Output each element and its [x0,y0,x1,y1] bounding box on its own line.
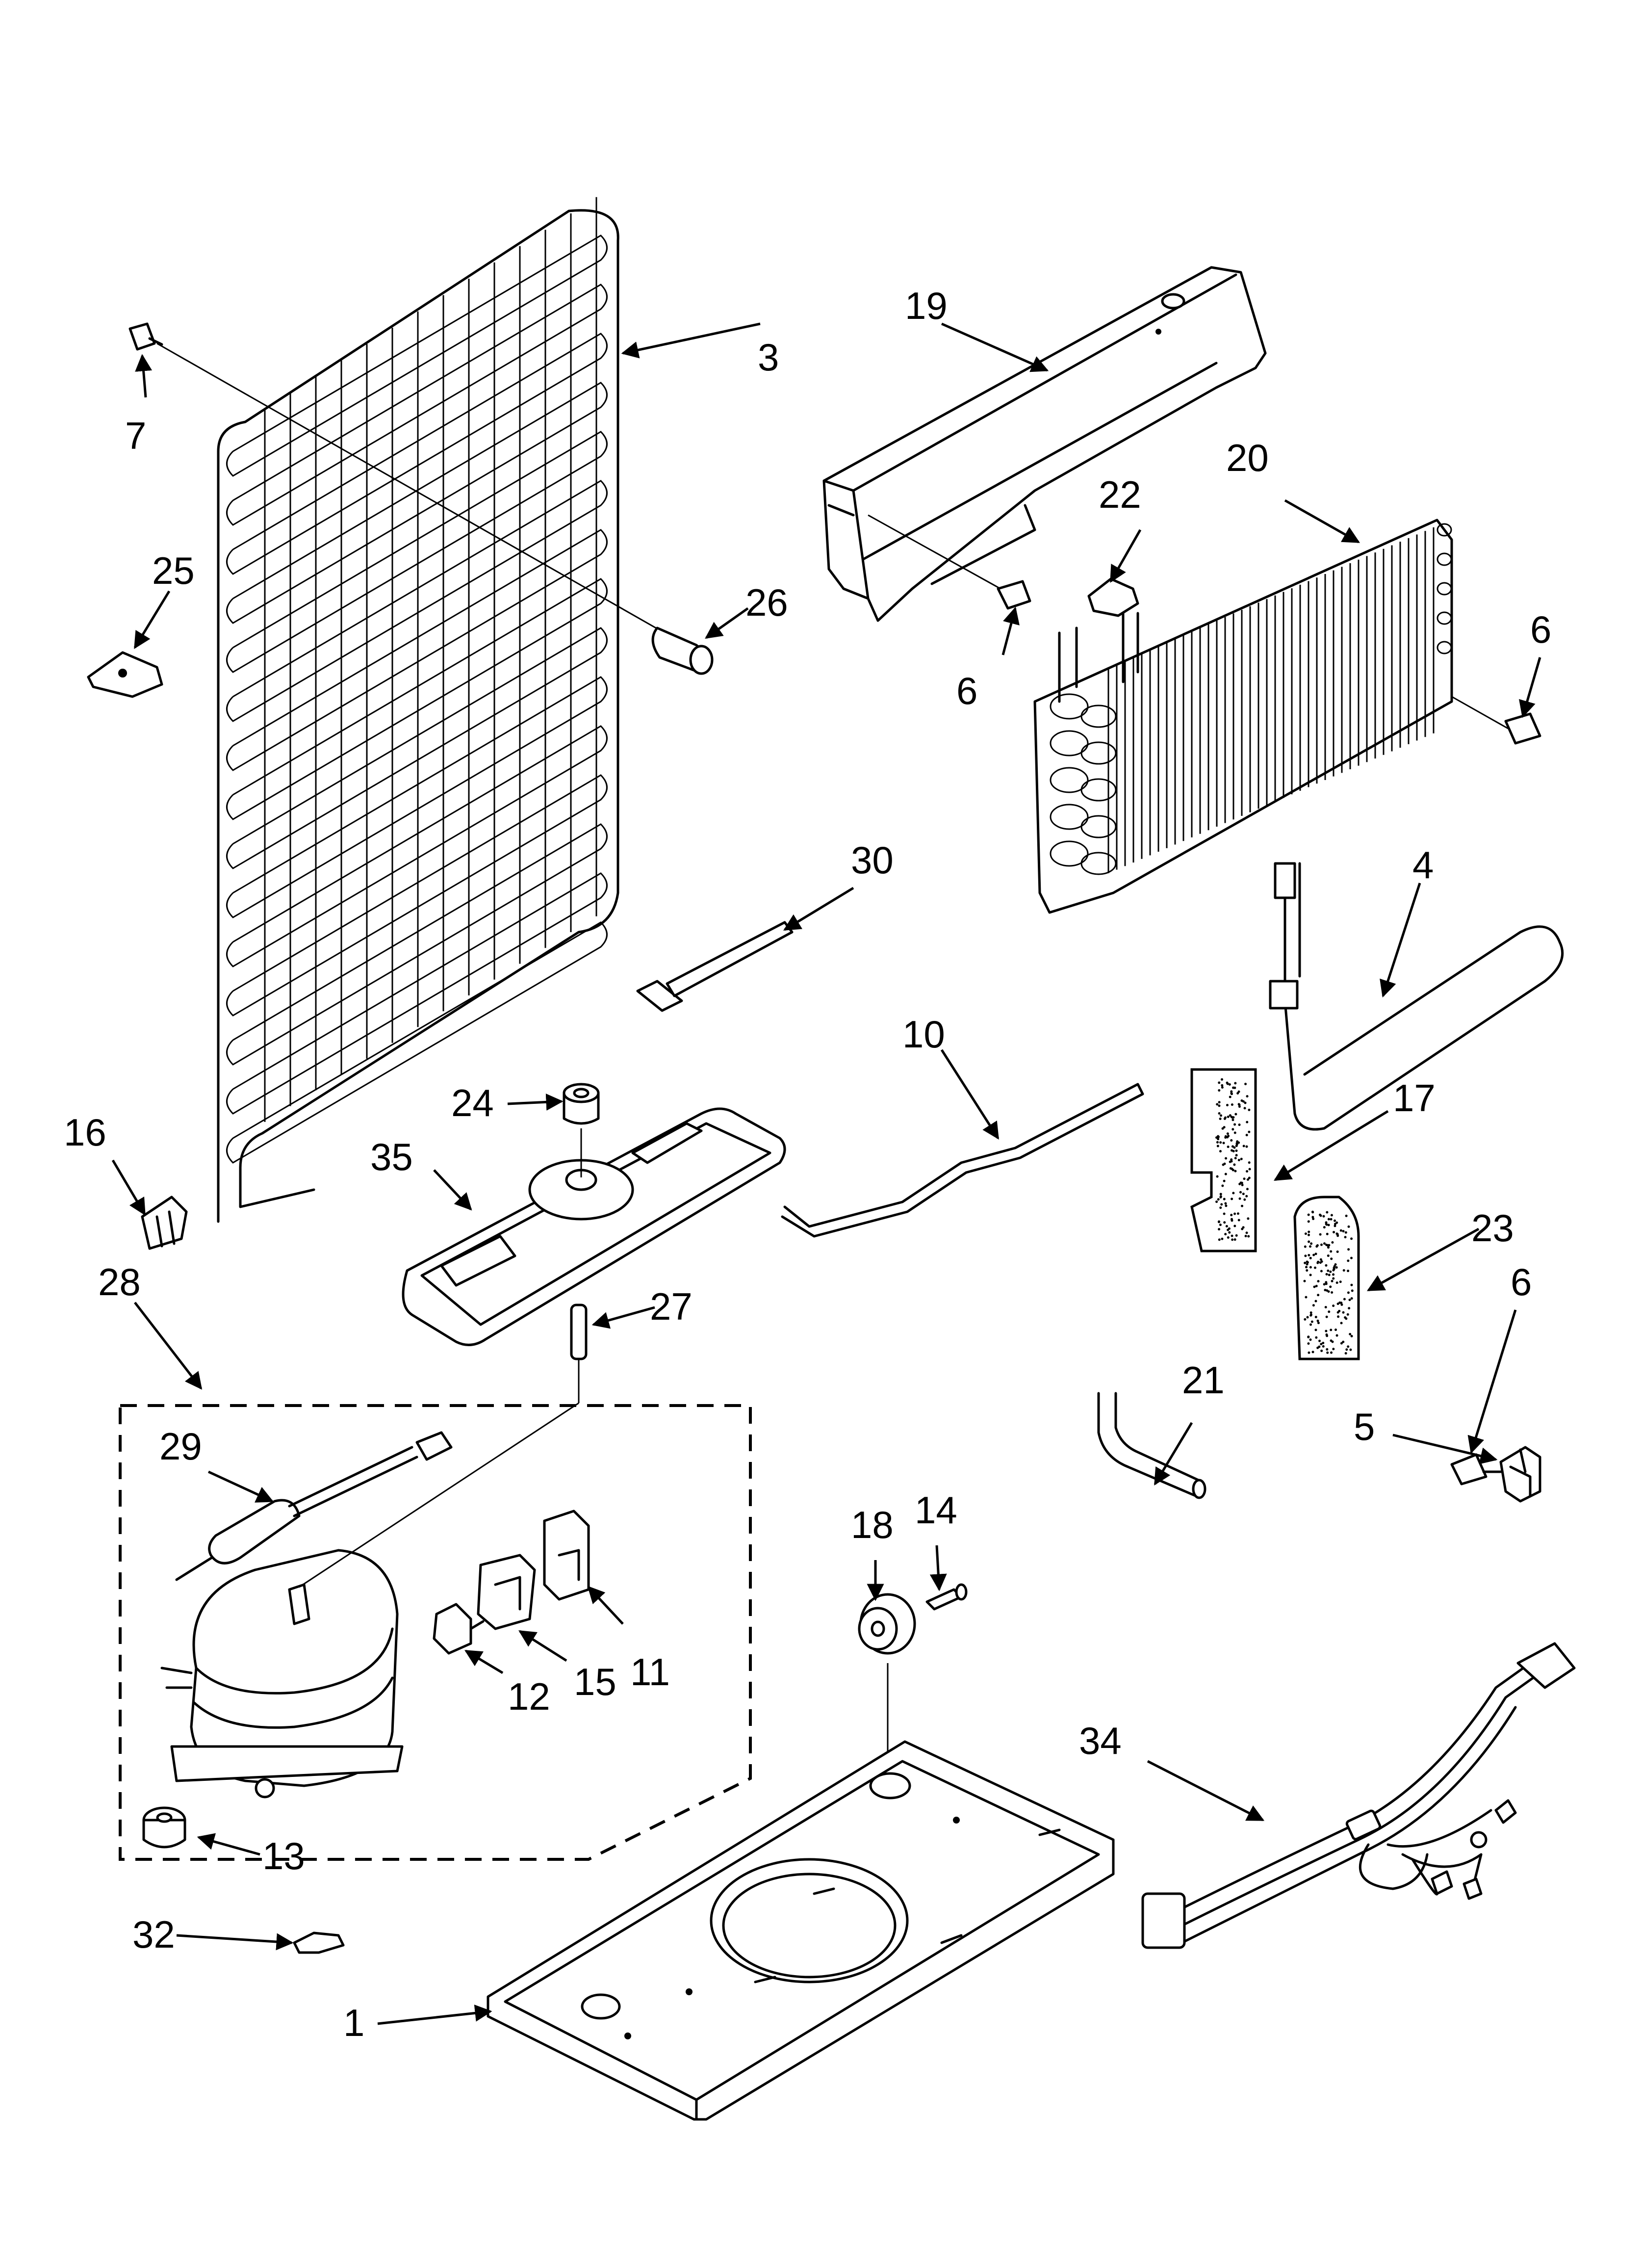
callout-3: 3 [758,336,779,379]
callout-21: 22 [1099,473,1141,516]
callout-20: 20 [1226,436,1269,479]
callout-4: 4 [1412,843,1434,886]
tube-27 [570,1303,588,1403]
callout-34: 34 [1079,1719,1122,1762]
callout-15: 15 [574,1660,616,1703]
overload-15 [477,1554,536,1630]
tube-22 [1097,1392,1206,1499]
callout-6c: 6 [1511,1260,1532,1303]
bracket-25 [87,651,163,698]
evaporator-cover [822,266,1267,622]
callout-10: 7 [125,414,146,457]
screw-6-upper [868,514,1031,610]
condenser-coil [217,197,619,1223]
callout-5: 5 [1354,1405,1375,1448]
callout-17: 18 [851,1503,894,1546]
cable-tie [636,921,794,1012]
screw-6-lower [1450,1453,1502,1486]
screw-10 [128,322,682,644]
callout-24: 24 [451,1081,494,1124]
callout-14: 13 [262,1834,305,1877]
callout-16: 16 [64,1111,106,1154]
callout-11: 10 [902,1013,945,1056]
callout-labels: 3 7 26 25 16 19 6 20 22 6 4 30 10 24 35 … [64,284,1551,2044]
pin-18 [925,1583,968,1611]
leader-lines [111,322,1541,2025]
drier-29 [175,1431,453,1581]
callout-30: 30 [851,838,894,882]
foam-19 [1190,1068,1257,1252]
callout-19: 17 [1393,1076,1436,1120]
compressor [160,1402,579,1799]
base-pan [487,1740,1115,2121]
relay-13 [433,1603,485,1655]
cover-12 [543,1510,590,1601]
callout-32: 32 [132,1913,175,1956]
foam-23 [1293,1196,1360,1360]
nut-24 [563,1083,600,1125]
clip-32 [293,1931,345,1954]
drain-pan [402,1107,786,1346]
callout-7: 19 [905,284,948,327]
compressor-assembly-group [119,1404,752,1861]
defrost-heater [1269,862,1564,1131]
callout-25: 25 [152,549,195,592]
callout-35: 35 [370,1135,413,1178]
tube-11 [781,1083,1144,1238]
callout-26: 26 [745,581,788,624]
callout-12: 11 [630,1650,670,1694]
grommet-17 [858,1593,916,1796]
callout-1: 1 [343,2001,364,2044]
grommet-14 [142,1806,186,1849]
clip-21 [1087,577,1139,617]
callout-18: 14 [915,1488,957,1532]
evaporator [1033,519,1453,914]
spacer-26 [651,626,714,675]
callout-6b: 6 [1530,608,1551,651]
callout-13: 12 [508,1675,550,1718]
bracket-5 [1499,1446,1541,1503]
callout-28: 28 [98,1260,141,1303]
power-cord-harness [1141,1642,1576,1949]
clip-16 [141,1196,188,1250]
callout-27: 27 [650,1285,693,1328]
callout-23: 23 [1471,1206,1514,1250]
callout-29: 29 [159,1425,202,1468]
callout-6a: 6 [956,669,977,712]
callout-22: 21 [1182,1358,1225,1402]
